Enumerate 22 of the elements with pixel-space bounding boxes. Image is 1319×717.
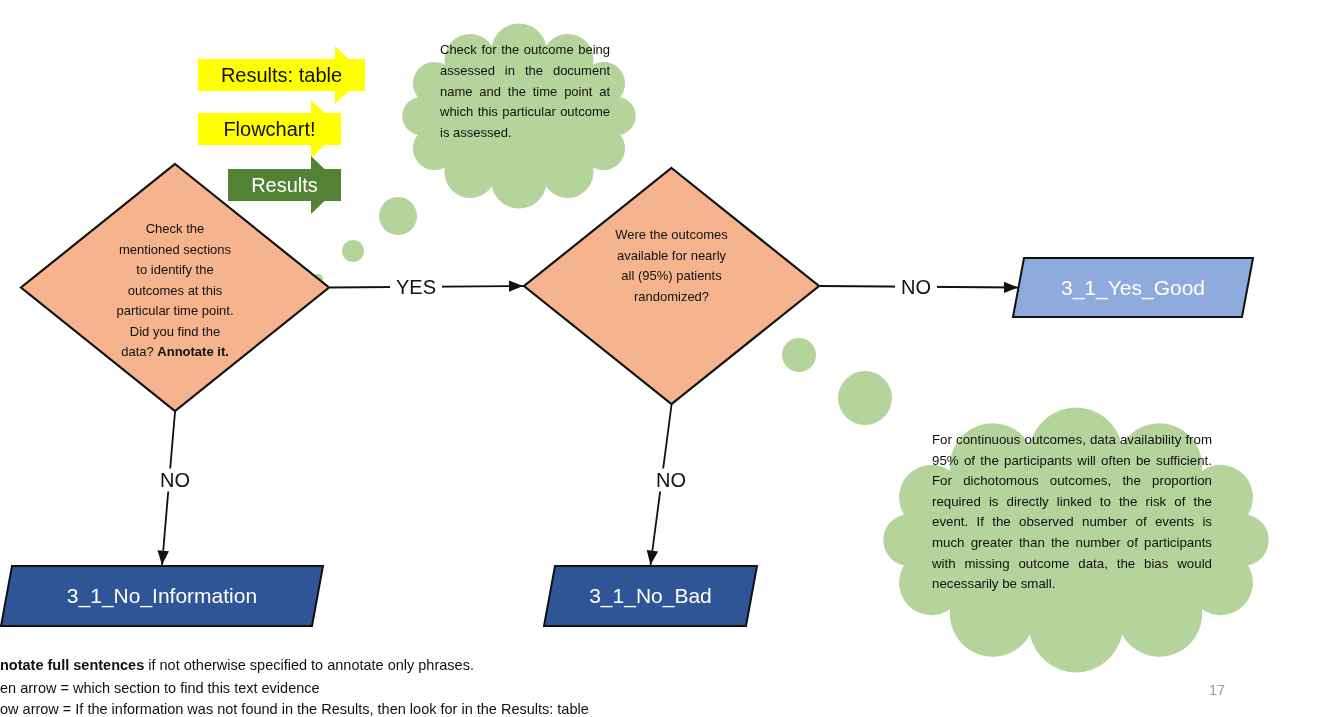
edge-label: Results: table [219,63,344,87]
output-parallelogram [543,565,758,627]
output-label: 3_1_Yes_Good [1060,274,1206,301]
footnote-text: notate full sentences if not otherwise specified to annotate only phrases. [0,657,474,673]
decision-text: Were the outcomes available for nearly all (95%) patients randomized? [614,226,729,306]
edge-label: Results [250,173,319,197]
output-parallelogram [0,565,324,627]
block-arrow [198,46,365,104]
page-number: 17 [1209,682,1226,698]
decision-diamond [523,167,820,405]
note-text: Check for the outcome being assessed in the document name and the time point at which this particular outcome is assessed. [440,41,610,143]
output-label: 3_1_No_Information [65,583,259,609]
output-label: 3_1_No_Bad [588,583,713,609]
decision-text: Check the mentioned sections to identify the outcomes at this particular time point. Did you find the data? Annotate it. [115,220,235,361]
block-arrow [198,100,341,158]
edge-label: Flowchart! [222,117,317,141]
decision-diamond [20,163,330,412]
output-parallelogram [1012,257,1254,318]
block-arrow [228,156,341,214]
footnote-text: en arrow = which section to find this text evidence [0,680,320,696]
note-text: For continuous outcomes, data availability from 95% of the participants will often be sufficient. For dichotomous outcomes, the proportion required is directly linked to the risk of the event. If the observed number of events is much greater than the number of participants with missing outcome data, the bias would necessarily be small. [932,431,1212,594]
footnote-text: ow arrow = If the information was not found in the Results, then look for in the Results: table [0,701,589,717]
